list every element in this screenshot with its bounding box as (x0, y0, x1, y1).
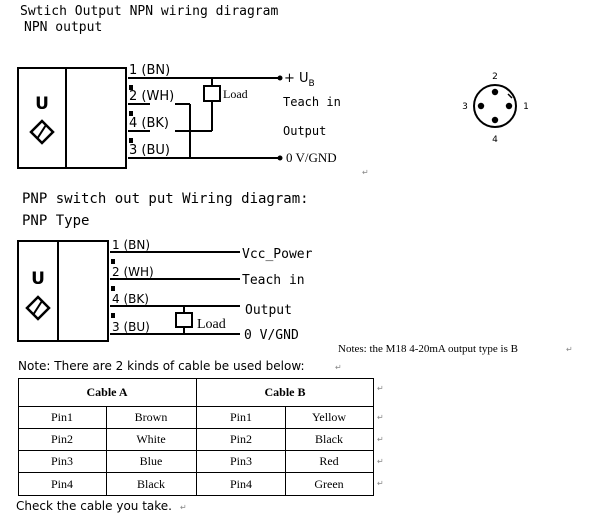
table-cell: Pin1 (51, 410, 73, 424)
npn-zero-v: 0 V/GND (286, 150, 337, 165)
table-cell: Pin3 (230, 454, 252, 468)
return-mark: ↵ (566, 345, 573, 354)
pnp-wires (110, 251, 240, 335)
pnp-sensor-letter: U (31, 269, 45, 289)
table-cell: White (136, 432, 165, 446)
npn-wire-label-wh: 2 (WH) (129, 89, 174, 104)
cable-table (18, 378, 374, 496)
table-cell: Pin3 (51, 454, 73, 468)
table-cell: Black (315, 432, 343, 446)
npn-terminal-dots (277, 75, 283, 161)
table-row: Pin4 Black Pin4 Green (51, 477, 344, 491)
npn-output: Output (283, 124, 326, 138)
pnp-load-resistor (175, 312, 193, 328)
connector-pin-1: 1 (523, 102, 529, 112)
pnp-wire-label-bn: 1 (BN) (112, 238, 150, 252)
return-mark: ↵ (335, 363, 342, 372)
table-cell: Green (314, 477, 343, 491)
table-return-marks: ↵ ↵ ↵ ↵ ↵ (377, 384, 384, 488)
npn-teach-in: Teach in (283, 95, 341, 109)
table-cell: Pin2 (51, 432, 73, 446)
connector-pin-2: 2 (492, 72, 498, 82)
table-row: Pin1 Brown Pin1 Yellow (51, 410, 346, 424)
check-cable-note: Check the cable you take. (16, 499, 172, 513)
connector-pin-4: 4 (492, 135, 498, 145)
pnp-teach-in: Teach in (242, 273, 305, 288)
table-cell: Black (137, 477, 165, 491)
pnp-wire-label-bk: 4 (BK) (112, 292, 149, 306)
npn-plus-ub: + UB (284, 71, 315, 89)
npn-subtitle: NPN output (24, 20, 102, 35)
pnp-sensor-diamond-icon (25, 295, 51, 321)
svg-text:↵: ↵ (377, 384, 384, 393)
table-cell: Pin2 (230, 432, 252, 446)
pnp-wire-label-wh: 2 (WH) (112, 265, 154, 279)
npn-wire-label-bn: 1 (BN) (129, 63, 170, 78)
pnp-subtitle: PNP Type (22, 213, 89, 229)
pnp-wire-label-bu: 3 (BU) (112, 320, 150, 334)
svg-text:↵: ↵ (377, 479, 384, 488)
pnp-zero-v: 0 V/GND (244, 328, 299, 343)
svg-text:↵: ↵ (377, 457, 384, 466)
pnp-load-label: Load (197, 317, 226, 332)
svg-text:↵: ↵ (377, 413, 384, 422)
npn-ub-subscript: B (309, 79, 315, 89)
npn-load-label: Load (223, 87, 248, 101)
return-mark: ↵ (180, 503, 187, 512)
connector-pin-3: 3 (462, 102, 468, 112)
pnp-vcc: Vcc_Power (242, 247, 313, 262)
table-cell: Yellow (312, 410, 346, 424)
npn-load-resistor (203, 85, 221, 102)
npn-wire-separators (129, 85, 133, 143)
table-cell: Red (319, 454, 338, 468)
table-cell: Brown (135, 410, 168, 424)
pnp-sensor-body (17, 240, 109, 342)
npn-wire-label-bu: 3 (BU) (129, 143, 170, 158)
npn-wire-label-bk: 4 (BK) (129, 116, 169, 131)
npn-wires (128, 77, 280, 159)
return-mark: ↵ (362, 168, 369, 177)
npn-sensor-diamond-icon (29, 119, 55, 145)
table-row: Pin2 White Pin2 Black (51, 432, 343, 446)
table-cell: Blue (140, 454, 163, 468)
pnp-title: PNP switch out put Wiring diagram: (22, 191, 309, 207)
svg-text:↵: ↵ (377, 435, 384, 444)
cable-b-header: Cable B (264, 385, 305, 399)
m12-connector-icon (473, 84, 517, 128)
table-cell: Pin1 (230, 410, 252, 424)
npn-title: Swtich Output NPN wiring diragram (20, 4, 278, 19)
cable-a-header: Cable A (86, 385, 127, 399)
npn-sensor-letter: U (35, 94, 49, 114)
table-row: Pin3 Blue Pin3 Red (51, 454, 339, 468)
output-type-note: Notes: the M18 4-20mA output type is B (338, 343, 518, 355)
npn-sensor-body (17, 67, 127, 169)
pnp-wire-separators (111, 259, 115, 318)
table-cell: Pin4 (51, 477, 73, 491)
cable-note: Note: There are 2 kinds of cable be used… (18, 359, 305, 373)
table-cell: Pin4 (230, 477, 252, 491)
pnp-output: Output (245, 303, 292, 318)
